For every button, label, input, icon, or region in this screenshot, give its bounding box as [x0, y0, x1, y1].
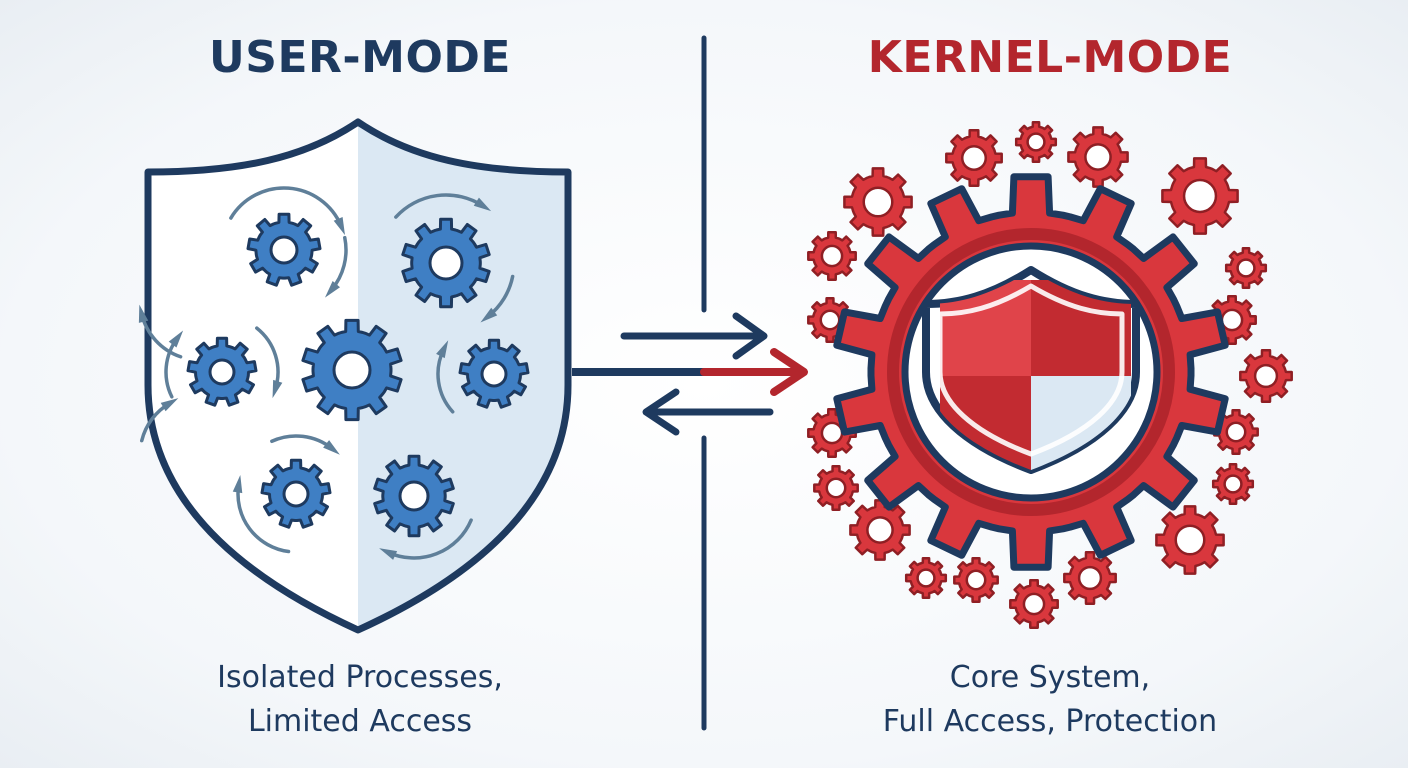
- gear-icon: [843, 167, 913, 237]
- gear-icon: [1067, 126, 1129, 188]
- gear-icon: [945, 129, 1003, 187]
- rotate-arrow-icon: [394, 193, 492, 219]
- rotate-arrow-icon: [164, 330, 184, 399]
- user-mode-caption: Isolated Processes, Limited Access: [150, 656, 570, 744]
- user-caption-line2: Limited Access: [247, 704, 473, 739]
- user-gear-group: [186, 212, 530, 538]
- arrow-left-icon: [642, 388, 774, 436]
- rotate-arrow-icon: [324, 235, 348, 298]
- gear-icon: [1155, 505, 1225, 575]
- gear-icon: [246, 212, 322, 287]
- rotate-arrow-icon: [480, 274, 515, 323]
- gear-icon: [1009, 579, 1059, 629]
- gear-icon: [301, 318, 403, 422]
- kernel-caption-line2: Full Access, Protection: [882, 704, 1218, 739]
- mode-communication-arrows: [572, 312, 808, 436]
- gear-icon: [260, 458, 332, 529]
- gear-icon: [807, 231, 857, 281]
- user-caption-line1: Isolated Processes,: [217, 660, 503, 695]
- gear-icon: [1239, 349, 1293, 403]
- kernel-mode-title: KERNEL-MODE: [867, 32, 1233, 83]
- rotate-arrow-icon: [139, 398, 179, 443]
- kernel-caption-line1: Core System,: [949, 660, 1151, 695]
- rotate-arrow-icon: [255, 326, 283, 399]
- gear-icon: [1211, 462, 1255, 506]
- rotate-arrow-icon: [270, 434, 340, 455]
- user-mode-title: USER-MODE: [209, 32, 511, 83]
- rotate-arrow-icon: [138, 304, 183, 359]
- gear-icon: [373, 454, 455, 538]
- gear-icon: [953, 557, 999, 603]
- gear-icon: [849, 499, 911, 561]
- gear-icon: [1224, 246, 1268, 290]
- gear-icon: [813, 465, 859, 511]
- gear-icon: [1014, 120, 1058, 164]
- arrow-right-icon: [572, 348, 808, 396]
- rotate-arrow-icon: [379, 518, 473, 560]
- gear-icon: [401, 217, 491, 309]
- rotate-arrow-icon: [436, 340, 455, 414]
- kernel-shield-icon: [922, 266, 1140, 474]
- gear-icon: [186, 336, 258, 407]
- gear-icon: [458, 338, 530, 409]
- gear-icon: [1161, 157, 1239, 235]
- kernel-mode-caption: Core System, Full Access, Protection: [800, 656, 1300, 744]
- gear-icon: [904, 556, 948, 600]
- arrow-right-icon: [620, 312, 768, 360]
- rotate-arrow-icon: [232, 474, 291, 554]
- user-rotation-arrows: [138, 186, 515, 560]
- gear-icon: [1063, 551, 1117, 605]
- rotate-arrow-icon: [229, 186, 345, 236]
